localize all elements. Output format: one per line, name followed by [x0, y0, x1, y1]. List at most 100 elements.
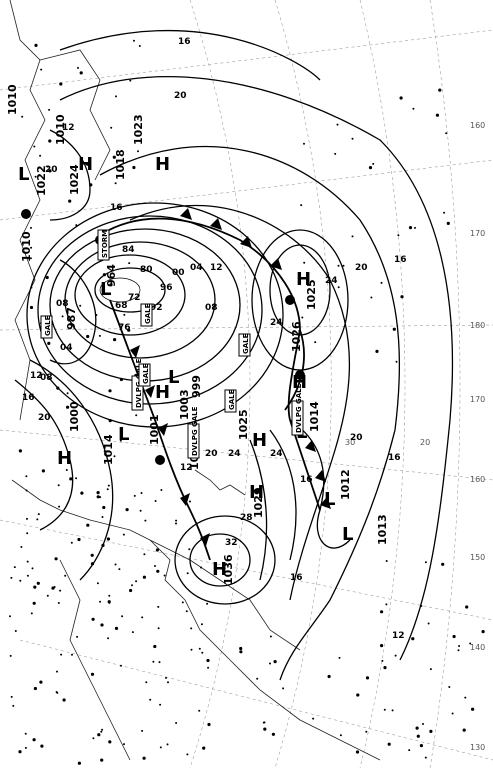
- station-marker: [66, 392, 69, 395]
- station-marker: [159, 746, 162, 749]
- station-marker: [202, 746, 206, 750]
- station-marker: [334, 152, 337, 155]
- station-marker: [351, 137, 354, 140]
- station-marker: [101, 516, 104, 518]
- station-marker: [200, 623, 203, 626]
- station-marker: [122, 533, 125, 536]
- station-marker: [175, 522, 177, 525]
- station-marker: [414, 226, 416, 229]
- lon-label: 160: [470, 121, 485, 130]
- pressure-value: 1010: [6, 84, 19, 115]
- low-center: L: [168, 367, 179, 388]
- station-marker: [33, 145, 36, 148]
- station-marker: [26, 532, 29, 535]
- svg-text:GALE: GALE: [44, 315, 52, 336]
- isobar-label: 24: [270, 318, 283, 328]
- isobar-label: 16: [300, 475, 313, 485]
- station-marker: [33, 585, 37, 589]
- high-center-value: 1026: [290, 321, 303, 352]
- station-marker: [119, 439, 122, 442]
- low-center: L: [18, 164, 29, 185]
- station-marker: [424, 756, 427, 759]
- station-marker: [26, 560, 29, 563]
- station-marker: [114, 563, 117, 566]
- pressure-value: 1023: [132, 114, 145, 145]
- station-marker: [97, 733, 101, 737]
- station-marker: [394, 654, 397, 657]
- station-marker: [156, 569, 160, 573]
- isobar-label: 12: [180, 463, 193, 473]
- station-marker: [411, 637, 415, 641]
- station-marker: [76, 635, 79, 638]
- isobar-label: 28: [240, 513, 253, 523]
- lon-label: 140: [470, 643, 485, 652]
- svg-text:DVLPG GALE: DVLPG GALE: [191, 406, 199, 456]
- low-center: L: [118, 424, 129, 445]
- station-marker: [91, 617, 95, 621]
- station-marker: [188, 548, 191, 551]
- station-marker: [48, 169, 52, 173]
- station-marker: [108, 419, 112, 423]
- station-marker: [206, 658, 210, 663]
- station-marker: [12, 704, 15, 707]
- isobar-label: 24: [270, 449, 283, 459]
- station-marker: [80, 491, 84, 495]
- station-marker: [103, 450, 106, 453]
- station-marker: [201, 651, 204, 654]
- pressure-value: 1003: [178, 389, 191, 420]
- isobar-label: 32: [225, 538, 238, 548]
- high-center: H: [155, 154, 170, 175]
- station-marker: [451, 712, 454, 715]
- station-marker: [109, 283, 113, 287]
- station-marker: [207, 666, 210, 669]
- station-marker: [408, 749, 411, 752]
- station-marker: [135, 414, 138, 417]
- isobars: [14, 29, 454, 681]
- station-marker: [135, 580, 138, 583]
- isobar-label: 16: [290, 573, 303, 583]
- station-marker: [355, 750, 360, 754]
- station-marker: [462, 728, 466, 732]
- station-marker: [68, 199, 72, 203]
- station-marker: [303, 142, 305, 145]
- station-marker: [24, 732, 27, 735]
- station-marker: [387, 742, 391, 746]
- station-marker: [263, 727, 267, 731]
- station-marker: [36, 518, 39, 521]
- station-marker: [416, 734, 420, 738]
- station-marker: [59, 589, 62, 592]
- station-marker: [273, 660, 277, 664]
- station-marker: [120, 664, 122, 667]
- station-marker: [107, 637, 110, 640]
- isobar-label: 76: [118, 323, 131, 333]
- station-marker: [282, 687, 285, 690]
- station-marker: [190, 627, 193, 630]
- station-marker: [102, 505, 106, 510]
- station-marker: [56, 670, 58, 673]
- station-marker: [128, 262, 131, 265]
- station-marker: [198, 709, 201, 712]
- isobar-label: 72: [128, 293, 141, 303]
- station-marker: [123, 313, 126, 316]
- lon-label: 170: [470, 395, 485, 404]
- pressure-value: 1010: [54, 114, 67, 145]
- isobar-label: 20: [205, 449, 218, 459]
- station-marker: [435, 113, 439, 117]
- station-marker: [400, 295, 404, 299]
- station-marker: [140, 492, 143, 494]
- station-marker: [175, 722, 178, 724]
- isobar-label: 08: [40, 373, 53, 383]
- station-marker: [337, 264, 340, 267]
- station-marker: [153, 644, 157, 649]
- station-marker: [365, 676, 370, 680]
- station-marker: [380, 610, 384, 614]
- station-marker: [469, 642, 472, 645]
- station-marker: [29, 257, 32, 260]
- station-marker: [26, 517, 28, 520]
- station-marker: [441, 562, 445, 566]
- station-marker: [139, 509, 142, 512]
- station-marker: [131, 584, 133, 587]
- station-marker: [303, 261, 306, 264]
- station-marker: [113, 338, 117, 342]
- station-marker: [448, 686, 451, 688]
